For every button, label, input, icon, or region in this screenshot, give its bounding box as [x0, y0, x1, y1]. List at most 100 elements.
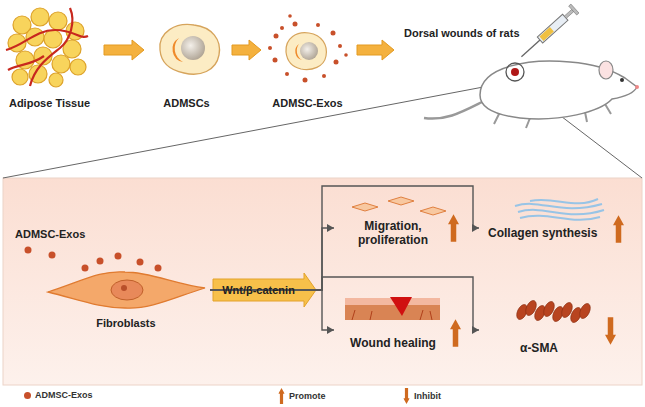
pathway-label: Wnt/β-catenin [222, 284, 295, 297]
illustration-part [450, 319, 461, 347]
adipose-tissue-part [49, 73, 63, 87]
blood-vessel-part [30, 8, 72, 86]
legend-symbol-part [403, 388, 409, 404]
sma-filament-part [578, 302, 593, 320]
legend-symbol [403, 388, 410, 404]
node-text: Wound healing [343, 337, 443, 351]
arrow-head [327, 326, 334, 334]
wound-marker-part [506, 63, 524, 81]
effect-item: Wound healing [335, 290, 465, 370]
legend-item: Inhibit [403, 388, 441, 404]
syringe [517, 4, 579, 61]
adipose-tissue-part [31, 8, 49, 26]
legend-text: Inhibit [414, 391, 441, 401]
rat-part [480, 61, 637, 119]
bracket-line [210, 186, 479, 290]
adipose-tissue-part [26, 28, 44, 46]
blood-vessel-part [8, 56, 44, 70]
stem-cell-part [160, 24, 220, 74]
stem-cell [160, 24, 220, 74]
migrating-cells [352, 197, 446, 215]
effect-item: Migration, proliferation [335, 193, 465, 263]
exosome-dots-part [303, 78, 308, 83]
stem-cell-part [173, 38, 183, 62]
exosome-dots-part [344, 53, 348, 57]
exosome-dots-part [334, 60, 339, 65]
connector [210, 224, 334, 307]
lower-panel [3, 178, 642, 385]
adipose-tissue-part [52, 55, 70, 73]
connector [210, 277, 479, 334]
node-text: Fibroblasts [45, 317, 207, 330]
zoom-lines-part [3, 81, 515, 178]
rat-part [424, 102, 482, 119]
exosome-dots-part [280, 26, 284, 30]
exosome-dots-part [49, 252, 56, 259]
exosome-dots-part [268, 46, 272, 50]
block-arrow [357, 40, 394, 60]
syringe-part [539, 27, 553, 41]
exosome-dots-part [331, 31, 336, 36]
exosome-dots-part [274, 34, 279, 39]
collagen-fibres [515, 199, 604, 220]
legend-swatch [24, 392, 31, 399]
migrating-cells-part [420, 207, 446, 215]
stage-label: Adipose Tissue [2, 5, 100, 113]
connector [210, 290, 334, 334]
arrow-head [472, 326, 479, 334]
rat-part [599, 61, 613, 79]
syringe-part [564, 9, 573, 18]
migrating-cells-part [352, 203, 378, 211]
node-text: ADMSC-Exos [265, 97, 350, 110]
skin-layer-part [390, 297, 412, 316]
exosome-dots-part [273, 58, 278, 63]
exosome-dots-part [322, 74, 326, 78]
legend-text: Promote [289, 391, 326, 401]
arrow-head [327, 224, 334, 232]
skin-layer [345, 297, 440, 320]
legend-item: Promote [278, 388, 326, 404]
exosome-dots-part [285, 72, 289, 76]
illustration-part [448, 214, 459, 242]
connector [210, 186, 479, 290]
fibroblast-cell [48, 272, 205, 308]
syringe-part [537, 14, 568, 43]
stem-cell-secreting-part [300, 42, 318, 60]
collagen-fibres-part [518, 210, 604, 214]
skin-layer-part [345, 304, 440, 320]
connector [357, 40, 394, 60]
illustration-part [613, 215, 624, 243]
exosome-dots-part [25, 247, 32, 254]
block-arrow [104, 40, 144, 60]
legend-symbol [278, 388, 285, 404]
illustration-part [605, 317, 616, 345]
collagen-fibres-part [530, 199, 598, 203]
exosome-dots-part [115, 253, 122, 260]
effect-item: Collagen synthesis [480, 193, 635, 263]
exosome-dots [268, 14, 348, 82]
connector [104, 40, 144, 60]
blood-vessel-part [6, 30, 88, 50]
sma-filament [515, 299, 593, 324]
node-text: Collagen synthesis [488, 227, 597, 241]
bracket-line [210, 277, 479, 330]
stem-cell-part [181, 36, 205, 60]
node-text: Migration, proliferation [343, 220, 443, 248]
block-arrow [232, 40, 261, 60]
rat-part [620, 78, 624, 82]
exosome-dots-part [82, 265, 89, 272]
fibroblast-cell-part [121, 285, 127, 291]
syringe-part [521, 40, 540, 57]
adipose-tissue-part [49, 12, 67, 30]
exosome-dots-part [316, 23, 320, 27]
fibroblast-cell-part [111, 280, 143, 300]
stem-cell-secreting-part [286, 33, 326, 70]
collagen-fibres-part [515, 204, 602, 208]
stem-cell-secreting [286, 33, 326, 70]
syringe-part [569, 4, 579, 15]
exosome-dots-part [137, 259, 144, 266]
exosome-dots-part [155, 265, 162, 272]
legend-item: ADMSC-Exos [24, 390, 93, 400]
exosome-dots-part [288, 14, 292, 18]
